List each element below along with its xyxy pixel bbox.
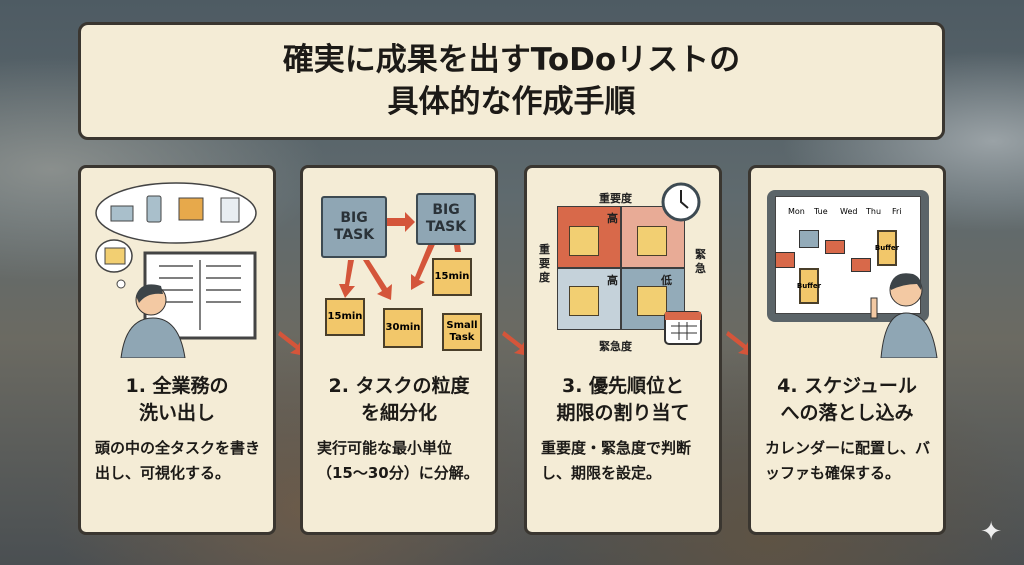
calendar-tablet-illustration: Mon Tue Wed Thu Fri Buffer Buffer	[751, 168, 943, 358]
title-banner: 確実に成果を出すToDoリストの 具体的な作成手順	[78, 22, 945, 140]
step-heading: 2. タスクの粒度を細分化	[303, 373, 495, 427]
axis-label-bottom: 緊急度	[599, 340, 632, 353]
event-block	[851, 258, 871, 272]
puzzle-piece: Small Task	[442, 313, 482, 351]
sticky-note	[637, 226, 667, 256]
puzzle-piece: 15min	[325, 298, 365, 336]
axis-label-right: 緊急	[695, 248, 706, 275]
heading-line: 4. スケジュール	[777, 375, 917, 397]
step-description: 頭の中の全タスクを書き出し、可視化する。	[95, 439, 261, 482]
day-label: Mon	[788, 207, 805, 216]
puzzle-piece: 30min	[383, 308, 423, 348]
heading-line: 期限の割り当て	[556, 402, 690, 424]
breakdown-arrows-icon	[339, 212, 461, 300]
axis-label-left: 重要度	[539, 243, 550, 284]
puzzle-piece: 15min	[432, 258, 472, 296]
step-description: カレンダーに配置し、バッファも確保する。	[765, 439, 931, 482]
title-line-1: 確実に成果を出すToDoリストの	[282, 42, 741, 78]
person-whiteboard-icon	[95, 182, 257, 359]
day-label: Fri	[892, 207, 902, 216]
sparkle-icon: ✦	[980, 517, 1002, 547]
buffer-block: Buffer	[797, 268, 821, 304]
step-card-4: Mon Tue Wed Thu Fri Buffer Buffer 4. スケジュールへ…	[748, 165, 946, 535]
calendar-icon	[664, 311, 702, 345]
heading-line: 洗い出し	[138, 402, 215, 424]
event-block	[799, 230, 819, 248]
axis-label-top: 重要度	[599, 192, 632, 205]
clock-icon	[661, 182, 701, 222]
heading-line: 3. 優先順位と	[561, 375, 685, 397]
step-card-3: 重要度 重要度 緊急 高 高 低 緊急度 3. 優先順位と期限の割り当て 重要度…	[524, 165, 722, 535]
person-pointing-icon	[870, 273, 938, 358]
sticky-note	[569, 226, 599, 256]
step-description: 重要度・緊急度で判断し、期限を設定。	[541, 439, 692, 482]
step-card-2: BIG TASK BIG TASK 15min 30min 15min Smal…	[300, 165, 498, 535]
sticky-note	[637, 286, 667, 316]
title-line-2: 具体的な作成手順	[387, 84, 636, 120]
brainstorm-illustration	[81, 168, 273, 359]
day-label: Wed	[840, 207, 858, 216]
day-label: Thu	[866, 207, 882, 216]
heading-line: 1. 全業務の	[125, 375, 229, 397]
step-heading: 1. 全業務の洗い出し	[81, 373, 273, 427]
day-label: Tue	[814, 207, 828, 216]
task-breakdown-illustration: BIG TASK BIG TASK 15min 30min 15min Smal…	[303, 168, 495, 358]
step-heading: 3. 優先順位と期限の割り当て	[527, 373, 719, 427]
sticky-note	[569, 286, 599, 316]
heading-line: への落とし込み	[780, 402, 914, 424]
heading-line: 2. タスクの粒度	[328, 375, 470, 397]
event-block	[825, 240, 845, 254]
event-block	[775, 252, 795, 268]
high-label: 高	[607, 212, 618, 225]
step-card-1: 1. 全業務の洗い出し 頭の中の全タスクを書き出し、可視化する。	[78, 165, 276, 535]
high-label: 高	[607, 274, 618, 287]
low-label: 低	[661, 274, 672, 287]
heading-line: を細分化	[360, 402, 437, 424]
step-description: 実行可能な最小単位（15〜30分）に分解。	[317, 439, 479, 482]
priority-matrix-illustration: 重要度 重要度 緊急 高 高 低 緊急度	[527, 168, 719, 358]
big-task-box: BIG TASK	[321, 196, 387, 258]
step-heading: 4. スケジュールへの落とし込み	[751, 373, 943, 427]
big-task-box: BIG TASK	[416, 193, 476, 245]
buffer-block: Buffer	[875, 230, 899, 266]
